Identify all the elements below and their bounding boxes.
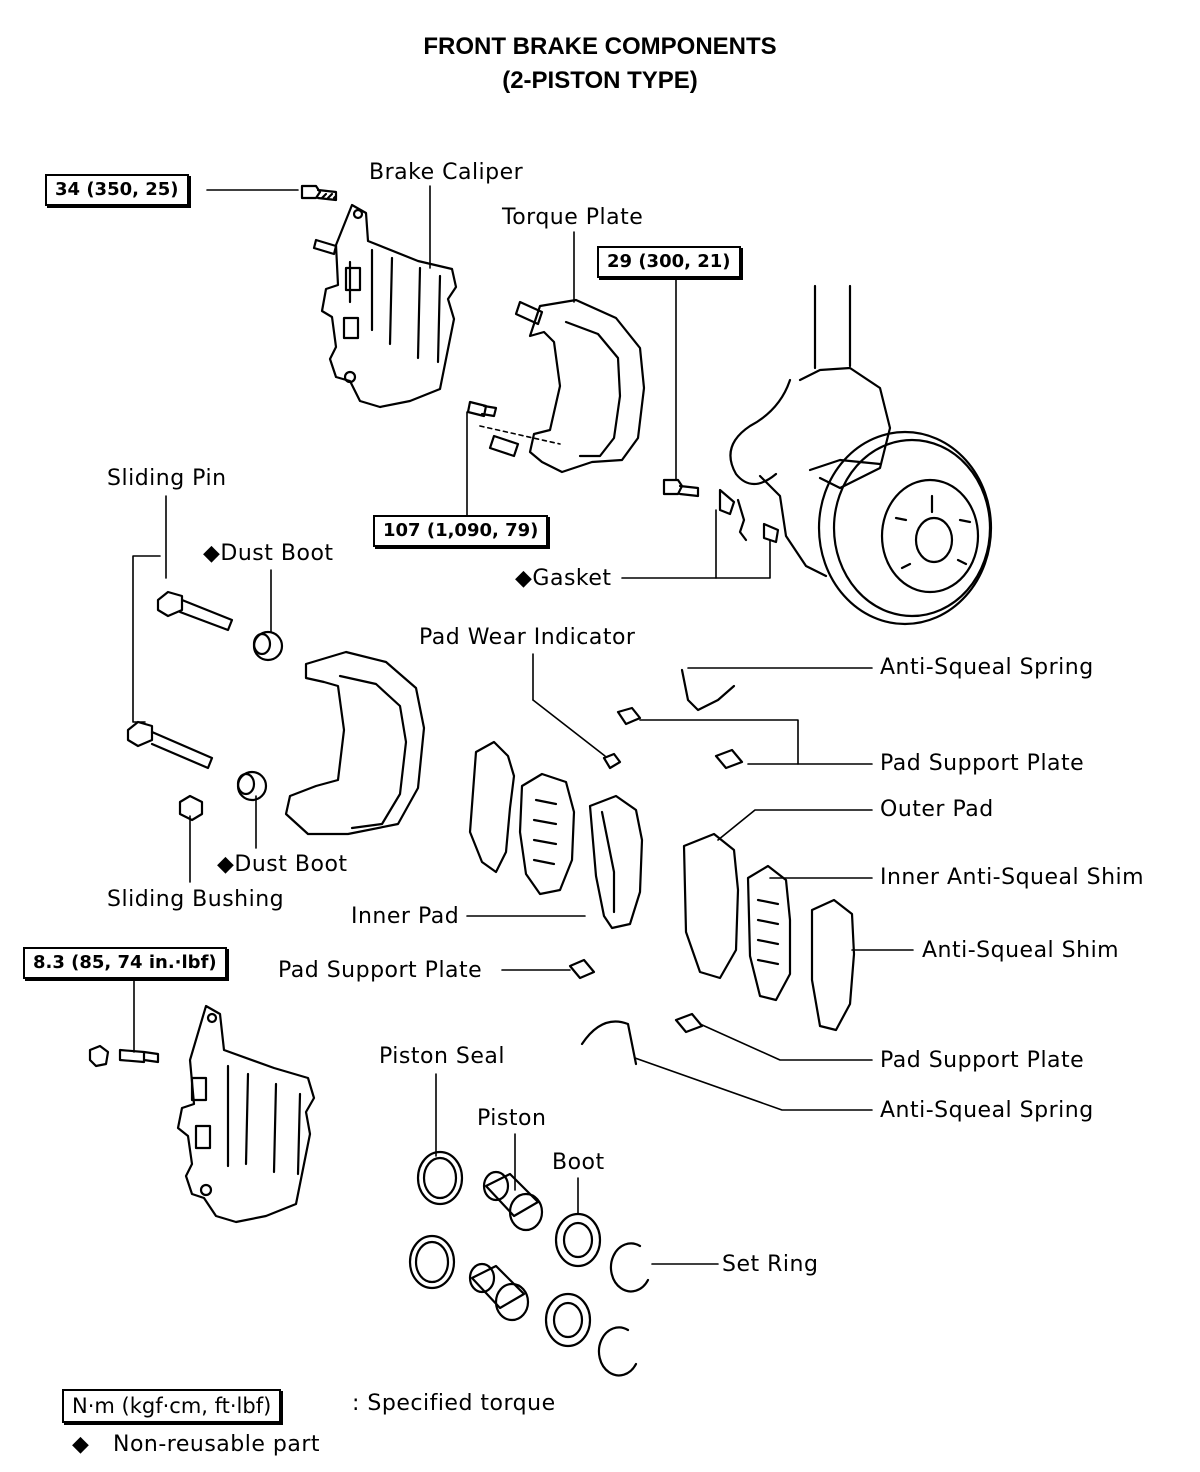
label-sliding-bushing: Sliding Bushing bbox=[107, 887, 285, 912]
legend-marker: ◆ bbox=[72, 1432, 90, 1457]
brake-caliper-top bbox=[300, 184, 458, 409]
legend-torque-desc: : Specified torque bbox=[352, 1391, 556, 1416]
dust-boot-text: Dust Boot bbox=[220, 541, 334, 566]
pad-wear-indicator bbox=[602, 752, 622, 770]
label-brake-caliper: Brake Caliper bbox=[369, 160, 524, 185]
pads-left-group bbox=[468, 740, 644, 930]
label-pad-support-plate-right-bottom: Pad Support Plate bbox=[880, 1048, 1085, 1073]
piston-1 bbox=[482, 1170, 544, 1232]
boot-1 bbox=[554, 1212, 602, 1268]
torque-spec-caliper-bolt: 34 (350, 25) bbox=[45, 174, 189, 206]
set-ring-1 bbox=[609, 1242, 650, 1293]
gasket-text: Gasket bbox=[532, 566, 612, 591]
caliper-bracket-middle bbox=[284, 650, 426, 836]
piston-seal-2 bbox=[408, 1234, 456, 1290]
brake-caliper-bottom bbox=[88, 1004, 316, 1224]
dust-boot-lower bbox=[236, 770, 268, 802]
label-inner-anti-squeal-shim: Inner Anti-Squeal Shim bbox=[880, 865, 1145, 890]
label-anti-squeal-spring-top: Anti-Squeal Spring bbox=[880, 655, 1094, 680]
boot-2 bbox=[544, 1292, 592, 1348]
label-pad-support-plate-left: Pad Support Plate bbox=[278, 958, 483, 983]
non-reusable-marker: ◆ bbox=[203, 541, 221, 566]
leader-lines bbox=[132, 185, 914, 1265]
pads-right-group bbox=[682, 832, 856, 1032]
torque-spec-torque-plate-bolt: 107 (1,090, 79) bbox=[373, 515, 549, 547]
torque-spec-hose-bolt: 29 (300, 21) bbox=[597, 246, 741, 278]
non-reusable-marker: ◆ bbox=[217, 852, 235, 877]
pad-support-plates bbox=[568, 706, 744, 1034]
anti-squeal-spring-top bbox=[680, 668, 736, 712]
label-set-ring: Set Ring bbox=[722, 1252, 819, 1277]
label-outer-pad: Outer Pad bbox=[880, 797, 994, 822]
label-piston-seal: Piston Seal bbox=[379, 1044, 505, 1069]
legend-torque-unit: N·m (kgf·cm, ft·lbf) bbox=[62, 1389, 282, 1423]
sliding-bushing bbox=[178, 794, 204, 822]
torque-spec-bleeder: 8.3 (85, 74 in.·lbf) bbox=[23, 947, 227, 979]
label-boot: Boot bbox=[552, 1150, 605, 1175]
label-sliding-pin: Sliding Pin bbox=[107, 466, 227, 491]
label-anti-squeal-shim: Anti-Squeal Shim bbox=[922, 938, 1120, 963]
diagram-title-line1: FRONT BRAKE COMPONENTS bbox=[423, 33, 777, 60]
label-dust-boot-bottom: ◆Dust Boot bbox=[217, 852, 348, 878]
sliding-pin-upper bbox=[156, 590, 234, 632]
label-torque-plate: Torque Plate bbox=[502, 205, 644, 230]
hose-bolt bbox=[662, 478, 700, 498]
sliding-pin-lower bbox=[126, 720, 214, 770]
label-gasket: ◆Gasket bbox=[515, 566, 612, 592]
label-inner-pad: Inner Pad bbox=[351, 904, 460, 929]
label-pad-support-plate-right-top: Pad Support Plate bbox=[880, 751, 1085, 776]
dust-boot-text: Dust Boot bbox=[234, 852, 348, 877]
diagram-title-line2: (2-PISTON TYPE) bbox=[502, 67, 698, 94]
piston-2 bbox=[468, 1262, 530, 1322]
knuckle-and-disc bbox=[718, 284, 993, 626]
set-ring-2 bbox=[597, 1326, 638, 1377]
label-dust-boot-top: ◆Dust Boot bbox=[203, 541, 334, 567]
label-pad-wear-indicator: Pad Wear Indicator bbox=[419, 625, 636, 650]
label-anti-squeal-spring-bottom: Anti-Squeal Spring bbox=[880, 1098, 1094, 1123]
dust-boot-upper bbox=[252, 630, 284, 662]
non-reusable-marker: ◆ bbox=[515, 566, 533, 591]
label-piston: Piston bbox=[477, 1106, 547, 1131]
piston-seal-1 bbox=[416, 1150, 464, 1206]
anti-squeal-spring-bottom bbox=[580, 1020, 638, 1066]
legend-marker-desc: Non-reusable part bbox=[113, 1432, 321, 1457]
torque-plate bbox=[466, 298, 646, 474]
